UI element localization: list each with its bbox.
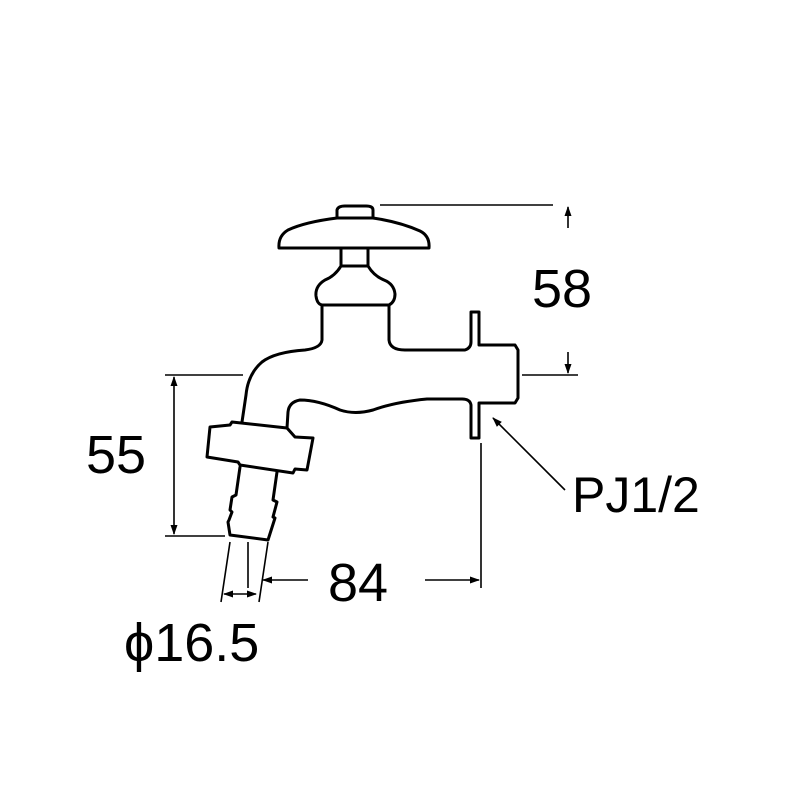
bonnet (314, 264, 397, 307)
dimension-hose-diameter: ϕ16.5 (124, 613, 260, 673)
thread-spec-label: PJ1/2 (572, 467, 700, 523)
handle-disc (277, 216, 431, 250)
handle-knob (335, 204, 375, 220)
body (240, 303, 520, 440)
union-nut (205, 420, 315, 475)
faucet-outline (205, 204, 520, 542)
dimension-lines (165, 204, 578, 603)
dimension-55: 55 (86, 425, 147, 485)
hose-barb (226, 465, 279, 542)
dimension-58: 58 (532, 259, 593, 319)
stem (339, 246, 370, 268)
dimension-84: 84 (328, 553, 389, 613)
